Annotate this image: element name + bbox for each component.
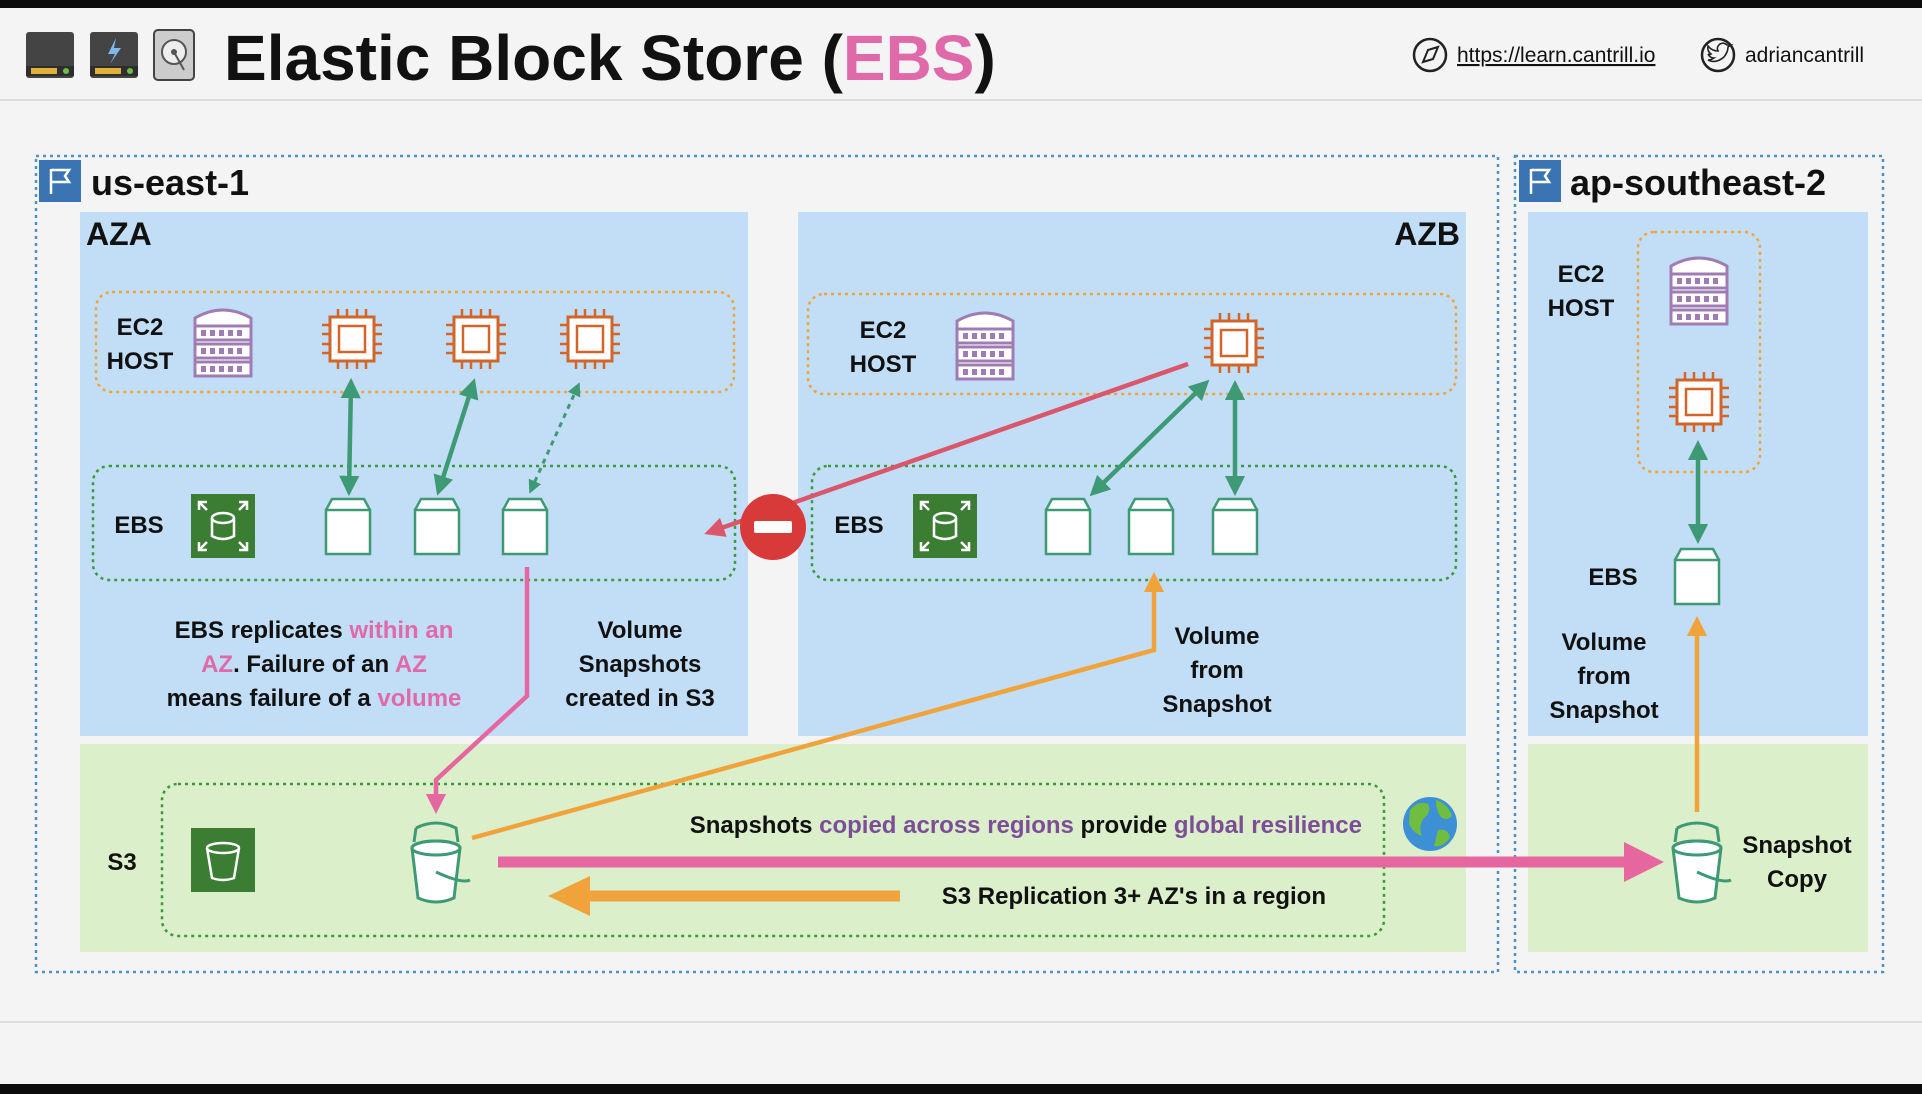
server-icon — [1669, 256, 1729, 326]
ec2-host-group-b — [806, 292, 1458, 396]
note-text: Snapshots — [690, 812, 819, 839]
instance-chip-icon — [1667, 370, 1731, 434]
twitter-handle: adriancantrill — [1745, 44, 1864, 67]
ebs-volume-icon — [1211, 497, 1259, 556]
no-entry-icon — [740, 494, 806, 560]
ebs-volume-icon — [413, 497, 461, 556]
page-title: Elastic Block Store (EBS) — [224, 22, 996, 94]
az-a-label: AZA — [86, 216, 152, 252]
highlight-text: AZ — [395, 651, 427, 678]
ebs-volume-icon — [324, 497, 372, 556]
snapshot-arrow — [425, 567, 530, 815]
ebs-label-a: EBS — [114, 512, 163, 539]
note-text: . Failure of an — [233, 651, 395, 678]
ebs-volume-icon — [1673, 547, 1721, 606]
course-link[interactable]: https://learn.cantrill.io — [1457, 44, 1655, 67]
ebs-service-icon — [911, 492, 979, 560]
highlight-text: global resilience — [1174, 812, 1362, 839]
server-icon — [193, 308, 253, 378]
highlight-text: within an — [348, 617, 453, 644]
ebs-group-b — [810, 464, 1458, 582]
twitter-icon — [1700, 37, 1736, 73]
ebs-volume-icon — [501, 497, 549, 556]
restore-arrow-azb — [471, 571, 1165, 841]
instance-chip-icon — [320, 307, 384, 371]
s3-service-icon — [189, 826, 257, 894]
note-text: means failure of a — [167, 685, 378, 712]
instance-chip-icon — [558, 307, 622, 371]
region-flag-icon — [1517, 158, 1563, 204]
region-label-east: us-east-1 — [91, 162, 249, 203]
region-flag-icon — [37, 158, 83, 204]
ebs-label-b: EBS — [834, 512, 883, 539]
compass-icon — [1412, 37, 1448, 73]
s3-band-east — [80, 744, 1466, 952]
region-ap-southeast-2 — [1513, 154, 1885, 974]
server-icon — [955, 311, 1015, 381]
note-text: provide — [1074, 812, 1174, 839]
note-text: EBS replicates — [175, 617, 350, 644]
highlight-text: volume — [377, 685, 461, 712]
s3-label: S3 — [107, 849, 136, 876]
ec2-host-group-a — [94, 290, 736, 394]
ebs-service-icon — [189, 492, 257, 560]
region-label-southeast: ap-southeast-2 — [1570, 162, 1826, 203]
replication-note: S3 Replication 3+ AZ's in a region — [942, 883, 1326, 910]
region-us-east-1 — [34, 154, 1500, 974]
ebs-label-southeast: EBS — [1588, 564, 1637, 591]
attachment-arrows — [339, 377, 1709, 545]
global-resilience-note: Snapshots copied across regions provide … — [690, 812, 1362, 839]
ebs-volume-icon — [1044, 497, 1092, 556]
instance-chip-icon — [444, 307, 508, 371]
az-a — [80, 212, 748, 736]
highlight-text: AZ — [201, 651, 233, 678]
instance-chip-icon — [1202, 311, 1266, 375]
az-b-label: AZB — [1394, 216, 1460, 252]
header-disk-icons — [26, 29, 195, 81]
replicates-note: EBS replicates within an AZ. Failure of a… — [167, 617, 462, 712]
globe-icon — [1403, 797, 1457, 851]
highlight-text: copied across regions — [819, 812, 1074, 839]
ebs-volume-icon — [1127, 497, 1175, 556]
